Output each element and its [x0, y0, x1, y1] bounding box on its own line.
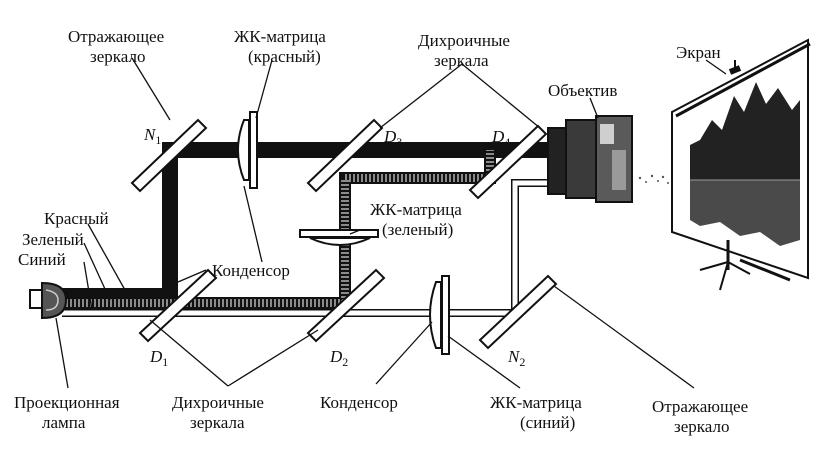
label-lcd-green-line2: (зеленый)	[382, 220, 453, 239]
green-light-path	[62, 150, 496, 309]
label-lamp-line2: лампа	[42, 413, 86, 432]
label-condenser-bottom: Конденсор	[320, 393, 398, 412]
marker-d3: D3	[383, 127, 402, 149]
label-blue: Синий	[18, 250, 66, 269]
mirror-n1	[130, 118, 208, 193]
label-green: Зеленый	[22, 230, 84, 249]
label-screen: Экран	[676, 43, 721, 62]
mirror-n2	[478, 274, 558, 350]
label-reflecting-mirror-bottom-line1: Отражающее	[652, 397, 748, 416]
label-reflecting-mirror-top-line2: зеркало	[90, 47, 145, 66]
label-lcd-green-line1: ЖК-матрица	[370, 200, 462, 219]
red-light-path	[62, 142, 560, 304]
marker-d2: D2	[329, 347, 348, 369]
label-lcd-red-line2: (красный)	[248, 47, 321, 66]
mirror-d4	[468, 124, 548, 200]
blue-light-path	[62, 179, 560, 317]
label-red: Красный	[44, 209, 109, 228]
marker-n1: N1	[143, 125, 161, 147]
mirror-d2	[306, 268, 386, 343]
marker-d4: D4	[491, 127, 510, 149]
projection-lamp	[29, 281, 68, 320]
label-lens: Объектив	[548, 81, 617, 100]
mirror-d1	[138, 268, 218, 343]
projection-screen	[671, 38, 811, 291]
leader-lines	[55, 57, 727, 389]
label-lcd-red-line1: ЖК-матрица	[234, 27, 326, 46]
label-lamp-line1: Проекционная	[14, 393, 120, 412]
mirror-d3	[306, 118, 384, 193]
label-reflecting-mirror-bottom-line2: зеркало	[674, 417, 729, 436]
lcd-green-assembly	[299, 229, 379, 246]
label-dichroic-top-line2: зеркала	[434, 51, 489, 70]
lcd-blue-assembly	[429, 275, 450, 355]
objective-lens	[547, 115, 633, 203]
label-reflecting-mirror-top-line1: Отражающее	[68, 27, 164, 46]
label-condenser-mid: Конденсор	[212, 261, 290, 280]
lcd-red-assembly	[237, 111, 258, 189]
label-dichroic-top-line1: Дихроичные	[418, 31, 510, 50]
label-dichroic-bottom-line2: зеркала	[190, 413, 245, 432]
label-lcd-blue-line2: (синий)	[520, 413, 575, 432]
label-lcd-blue-line1: ЖК-матрица	[490, 393, 582, 412]
marker-n2: N2	[507, 347, 525, 369]
marker-d1: D1	[149, 347, 168, 369]
label-dichroic-bottom-line1: Дихроичные	[172, 393, 264, 412]
projection-beam	[638, 174, 669, 184]
